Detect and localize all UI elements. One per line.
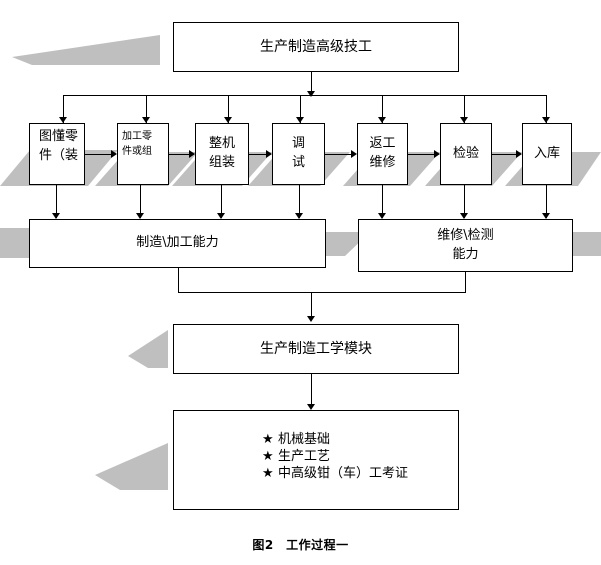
arrow-to-p1 <box>59 117 67 123</box>
node-p2[interactable]: 加工零 件或组 <box>117 123 169 185</box>
node-p3[interactable]: 整机 组装 <box>195 123 249 185</box>
list-item-label: 中高级钳（车）工考证 <box>278 466 409 482</box>
riser-c1 <box>178 268 179 292</box>
arrow-p4-p5 <box>351 150 357 158</box>
arrow-p3-to-c1 <box>217 213 225 219</box>
node-p6[interactable]: 检验 <box>440 123 492 185</box>
connector-p1-p2 <box>85 154 111 155</box>
node-top-box[interactable]: 生产制造高级技工 <box>173 22 459 72</box>
node-c2-label: 维修\检测 能力 <box>437 227 494 262</box>
drop-to-p7 <box>546 95 547 123</box>
drop-to-p2 <box>146 95 147 123</box>
arrow-p6-p7 <box>516 150 522 158</box>
connector-p3-p4 <box>249 154 266 155</box>
arrow-to-p4 <box>296 117 304 123</box>
node-c1[interactable]: 制造\加工能力 <box>29 219 326 268</box>
drop-to-p1 <box>63 95 64 123</box>
list-item: ★ 机械基础 <box>262 431 408 448</box>
connector-p2-p3 <box>169 154 189 155</box>
drop-p4-to-c1 <box>299 185 300 218</box>
connector-p5-p6 <box>408 154 434 155</box>
arrow-to-p3 <box>224 117 232 123</box>
drop-p5-to-c2 <box>382 185 383 218</box>
node-module-label: 生产制造工学模块 <box>260 340 372 357</box>
drop-p2-to-c1 <box>140 185 141 218</box>
arrow-p5-p6 <box>434 150 440 158</box>
connector-p6-p7 <box>492 154 516 155</box>
arrow-module-to-list <box>307 404 315 410</box>
arrow-to-p5 <box>378 117 386 123</box>
arrow-merge-to-module <box>307 316 315 322</box>
riser-c2 <box>465 272 466 292</box>
node-p7[interactable]: 入库 <box>522 123 572 185</box>
node-top-label: 生产制造高级技工 <box>260 38 372 55</box>
node-p4-label: 调 试 <box>291 136 305 170</box>
arrow-p3-p4 <box>266 150 272 158</box>
list-item-label: 生产工艺 <box>278 449 331 465</box>
list-item: ★生产工艺 <box>262 448 408 465</box>
drop-to-p5 <box>382 95 383 123</box>
node-p5[interactable]: 返工 维修 <box>357 123 408 185</box>
node-p1-label: 图懂零件（装 <box>38 129 78 163</box>
distribution-bar <box>63 95 547 96</box>
drop-module-to-list <box>311 374 312 408</box>
arrow-p7-to-c2 <box>542 213 550 219</box>
connector-top-to-bar <box>311 72 312 95</box>
arrow-p1-p2 <box>111 150 117 158</box>
node-c2[interactable]: 维修\检测 能力 <box>358 219 573 272</box>
node-p5-label: 返工 维修 <box>369 136 396 170</box>
figure-caption: 图2 工作过程一 <box>252 538 349 552</box>
node-p6-label: 检验 <box>452 145 479 161</box>
merge-bar-capabilities <box>178 292 466 293</box>
arrow-top-to-bar <box>307 91 315 97</box>
node-list-box[interactable]: ★机械基础 ★生产工艺 ★中高级钳（车）工考证 <box>173 410 459 510</box>
node-p2-label: 加工零 件或组 <box>122 131 152 157</box>
arrow-to-p2 <box>142 117 150 123</box>
drop-to-p4 <box>300 95 301 123</box>
connector-p4-p5 <box>325 154 351 155</box>
drop-p1-to-c1 <box>56 185 57 218</box>
arrow-to-p7 <box>542 117 550 123</box>
node-c1-label: 制造\加工能力 <box>136 235 219 251</box>
node-module[interactable]: 生产制造工学模块 <box>173 324 459 374</box>
drop-to-p3 <box>228 95 229 123</box>
arrow-p2-to-c1 <box>136 213 144 219</box>
arrow-p5-to-c2 <box>378 213 386 219</box>
drop-p3-to-c1 <box>221 185 222 218</box>
node-p3-label: 整机 组装 <box>208 136 235 170</box>
star-icon: ★ <box>262 432 274 447</box>
star-icon: ★ <box>262 449 274 465</box>
arrow-p1-to-c1 <box>52 213 60 219</box>
arrow-p6-to-c2 <box>460 213 468 219</box>
list-item: ★中高级钳（车）工考证 <box>262 465 408 482</box>
bullet-list: ★机械基础 ★生产工艺 ★中高级钳（车）工考证 <box>262 431 408 482</box>
arrow-p4-to-c1 <box>295 213 303 219</box>
node-p1[interactable]: 图懂零件（装 <box>29 123 85 185</box>
node-p4[interactable]: 调 试 <box>272 123 325 185</box>
star-icon: ★ <box>262 466 274 482</box>
arrow-p2-p3 <box>189 150 195 158</box>
drop-to-p6 <box>464 95 465 123</box>
node-p7-label: 入库 <box>533 145 560 161</box>
drop-merge-to-module <box>311 292 312 320</box>
drop-p6-to-c2 <box>464 185 465 218</box>
list-item-label: 机械基础 <box>278 432 331 447</box>
drop-p7-to-c2 <box>546 185 547 218</box>
arrow-to-p6 <box>460 117 468 123</box>
